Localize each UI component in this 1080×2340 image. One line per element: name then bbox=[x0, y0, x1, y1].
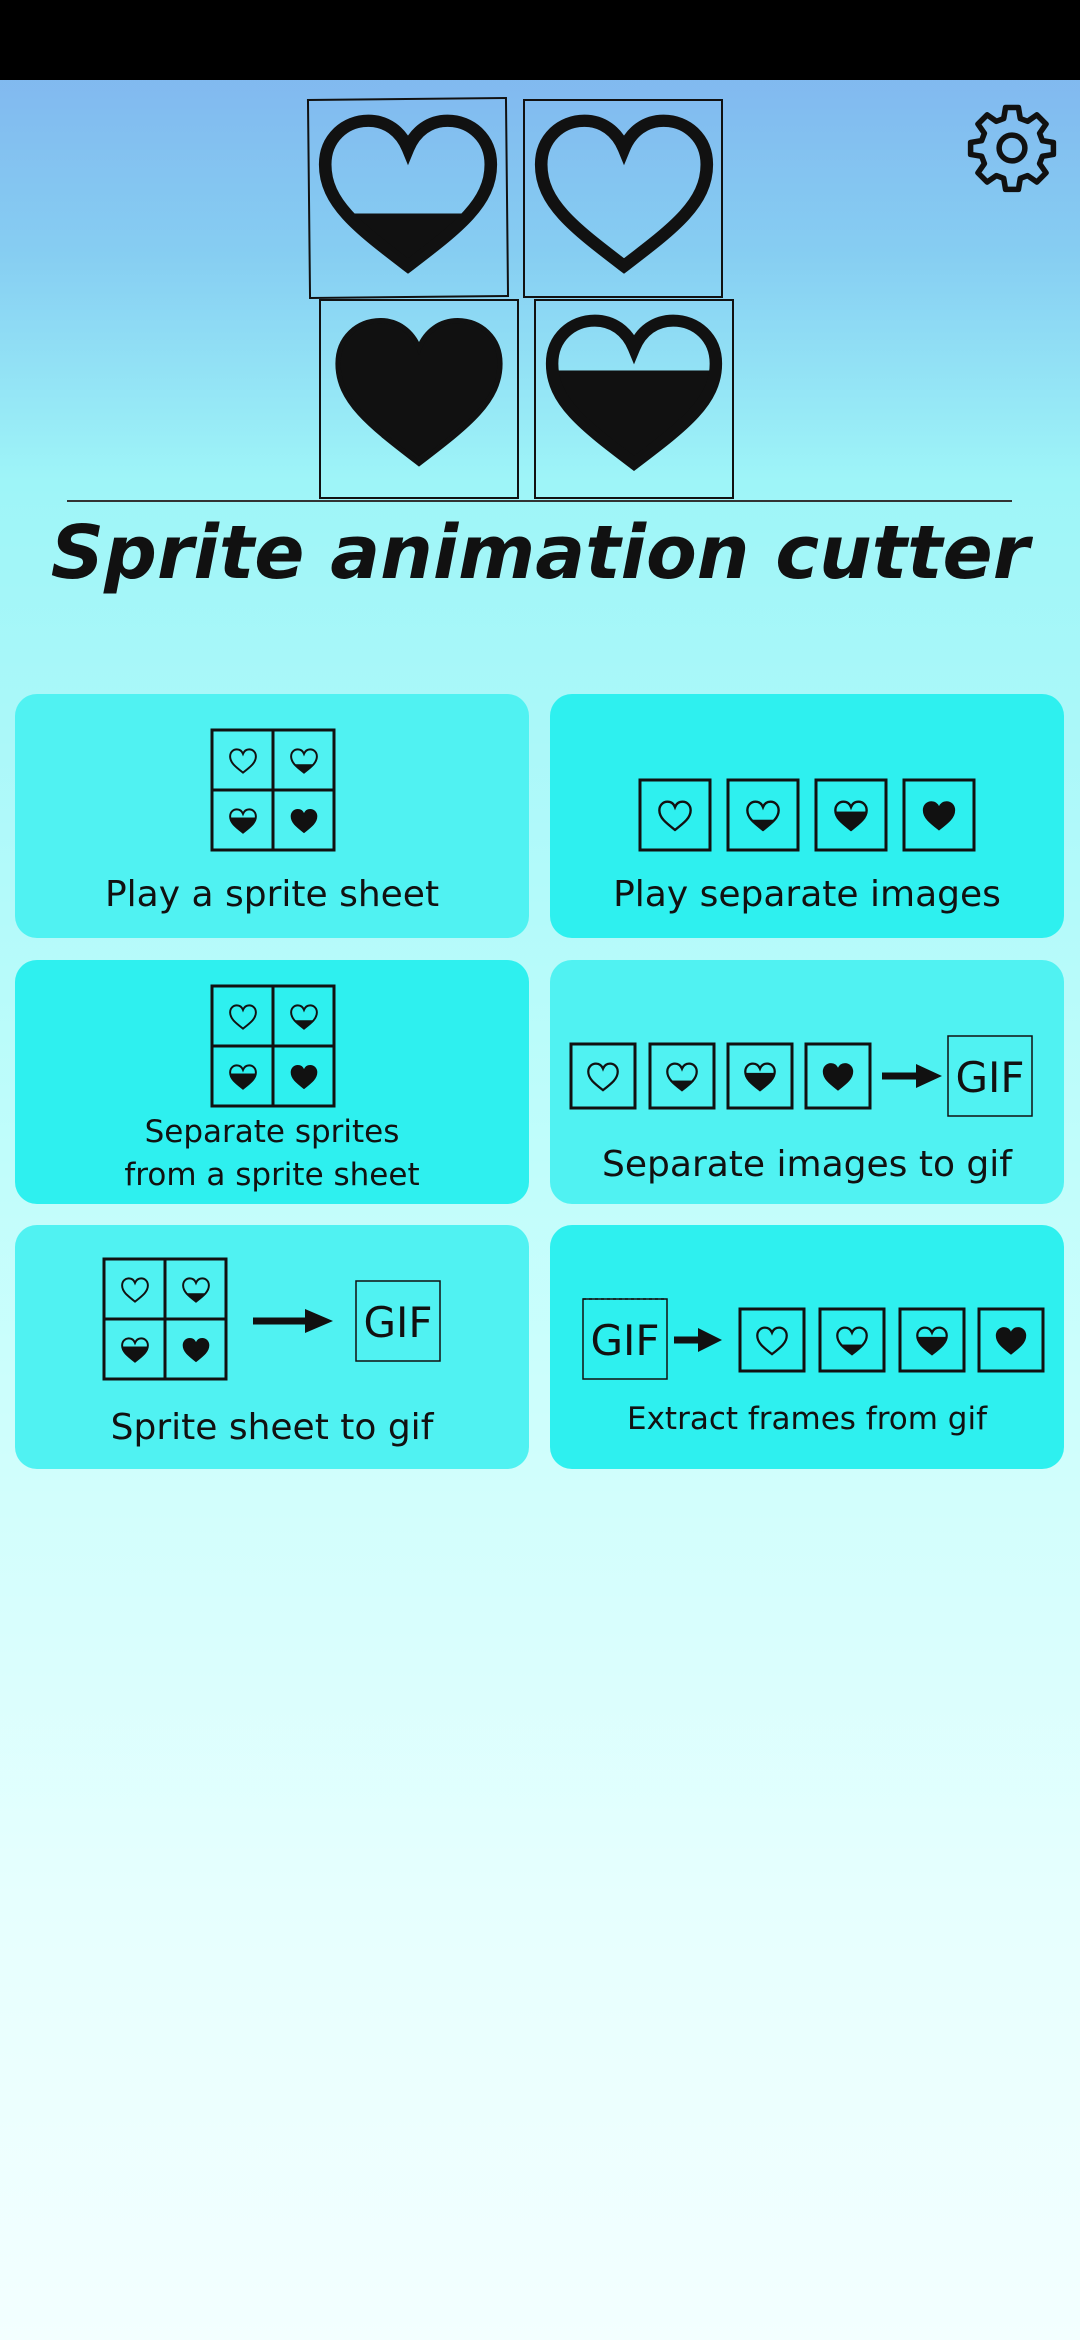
extract-frames-label: Extract frames from gif bbox=[626, 1401, 987, 1437]
play-separate-images-button[interactable]: Play separate images bbox=[550, 694, 1064, 938]
hero-frame-4 bbox=[534, 299, 734, 499]
title-divider bbox=[67, 500, 1012, 502]
arrow-right-icon bbox=[253, 1309, 333, 1333]
hero-frame-1 bbox=[306, 96, 510, 300]
sprite-sheet-icon bbox=[210, 728, 336, 852]
play-sprite-sheet-button[interactable]: Play a sprite sheet bbox=[15, 694, 529, 938]
gear-icon[interactable] bbox=[966, 102, 1058, 194]
separate-sprites-label-line1: Separate sprites bbox=[144, 1114, 400, 1150]
images-to-gif-icon bbox=[569, 1035, 1033, 1117]
separate-sprites-button[interactable]: Separate sprites from a sprite sheet bbox=[15, 960, 529, 1204]
hero-frame-3 bbox=[319, 299, 519, 499]
page-title: Sprite animation cutter bbox=[50, 510, 1030, 596]
separate-sprites-label-line2: from a sprite sheet bbox=[124, 1157, 420, 1193]
sheet-to-gif-label: Sprite sheet to gif bbox=[110, 1407, 434, 1448]
extract-frames-button[interactable]: GIF Extract frames from gif bbox=[550, 1225, 1064, 1469]
hero-frame-2 bbox=[523, 99, 723, 298]
play-separate-images-label: Play separate images bbox=[613, 874, 1001, 915]
play-sprite-sheet-label: Play a sprite sheet bbox=[104, 874, 440, 915]
images-to-gif-button[interactable]: GIF Separate images to gif bbox=[550, 960, 1064, 1204]
images-to-gif-label: Separate images to gif bbox=[602, 1144, 1012, 1185]
hero-sprite-frames bbox=[306, 96, 734, 499]
sheet-to-gif-icon bbox=[102, 1257, 441, 1381]
sheet-to-gif-button[interactable]: GIF Sprite sheet to gif bbox=[15, 1225, 529, 1469]
status-bar bbox=[0, 0, 1080, 80]
separate-frames-icon bbox=[638, 778, 976, 852]
gif-to-frames-icon bbox=[582, 1298, 1045, 1380]
sprite-sheet-icon bbox=[210, 984, 336, 1108]
arrow-right-icon bbox=[882, 1064, 942, 1088]
arrow-right-icon bbox=[674, 1328, 722, 1352]
